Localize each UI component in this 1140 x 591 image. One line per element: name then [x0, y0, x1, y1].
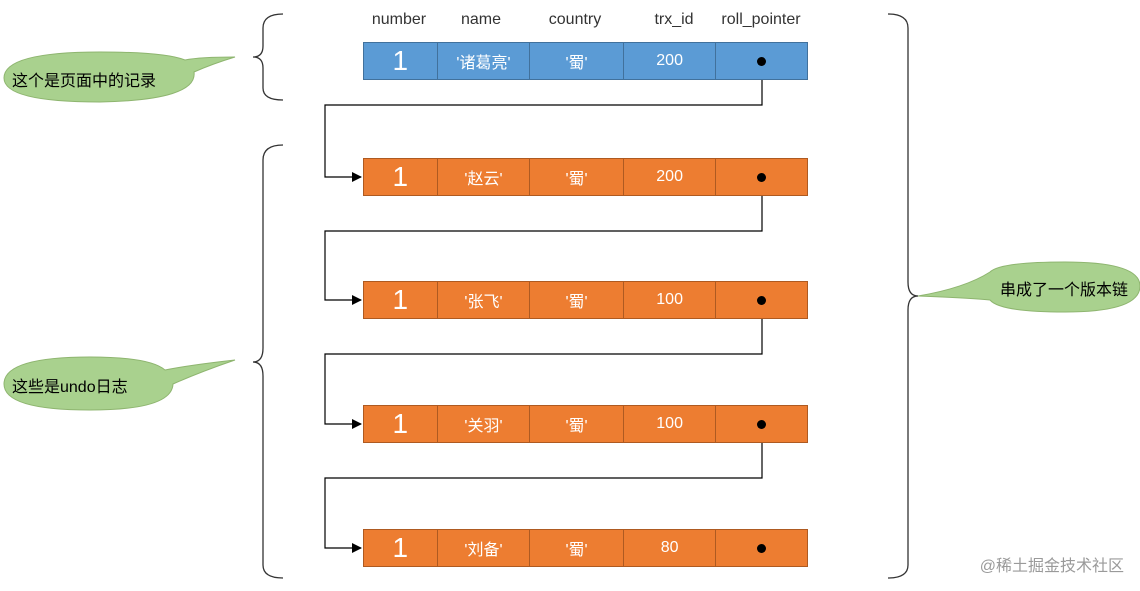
undo-record-row-2: 1 '张飞' '蜀' 100 — [363, 281, 808, 319]
record-number-cell: 1 — [392, 532, 409, 563]
undo-log-callout-text: 这些是undo日志 — [12, 379, 128, 396]
record-roll-pointer-cell — [715, 530, 807, 566]
undo-log-brace — [252, 144, 284, 579]
undo-log-callout-bubble — [3, 356, 236, 411]
undo-record-row-1: 1 '赵云' '蜀' 200 — [363, 158, 808, 196]
record-name-cell: '刘备' — [436, 530, 530, 566]
record-number-cell: 1 — [392, 161, 409, 192]
column-header-trx-id: trx_id — [654, 11, 694, 28]
undo-record-row-3: 1 '关羽' '蜀' 100 — [363, 405, 808, 443]
page-record-callout-text: 这个是页面中的记录 — [12, 73, 157, 90]
record-name-cell: '赵云' — [436, 159, 530, 195]
version-chain-callout-text: 串成了一个版本链 — [1000, 282, 1129, 299]
column-header-roll-pointer: roll_pointer — [721, 11, 801, 28]
pointer-dot-icon — [757, 419, 767, 429]
column-header-country: country — [548, 11, 602, 28]
roll-pointer-link-4 — [324, 425, 763, 553]
page-record-brace — [252, 13, 284, 101]
record-roll-pointer-cell — [715, 406, 807, 442]
record-country-cell: '蜀' — [529, 159, 623, 195]
pointer-dot-icon — [757, 56, 767, 66]
record-roll-pointer-cell — [715, 282, 807, 318]
record-number-cell: 1 — [392, 408, 409, 439]
record-number-cell: 1 — [392, 45, 409, 76]
record-name-cell: '诸葛亮' — [436, 43, 530, 79]
undo-record-row-4: 1 '刘备' '蜀' 80 — [363, 529, 808, 567]
version-chain-brace — [887, 13, 919, 579]
record-trx-id-cell: 100 — [622, 406, 716, 442]
record-trx-id-cell: 100 — [622, 282, 716, 318]
record-number-cell: 1 — [392, 284, 409, 315]
pointer-dot-icon — [757, 295, 767, 305]
pointer-dot-icon — [757, 543, 767, 553]
page-record-callout-bubble — [3, 51, 236, 103]
record-name-cell: '关羽' — [436, 406, 530, 442]
record-country-cell: '蜀' — [529, 43, 623, 79]
record-country-cell: '蜀' — [529, 406, 623, 442]
record-trx-id-cell: 200 — [622, 43, 716, 79]
roll-pointer-link-1 — [324, 61, 763, 182]
roll-pointer-link-3 — [324, 301, 763, 429]
record-roll-pointer-cell — [715, 159, 807, 195]
watermark: @稀土掘金技术社区 — [979, 558, 1124, 575]
column-header-number: number — [371, 11, 427, 28]
pointer-dot-icon — [757, 172, 767, 182]
version-chain-callout-bubble — [917, 261, 1140, 313]
record-roll-pointer-cell — [715, 43, 807, 79]
column-header-name: name — [460, 11, 502, 28]
roll-pointer-link-2 — [324, 178, 763, 305]
record-country-cell: '蜀' — [529, 530, 623, 566]
page-record-row: 1 '诸葛亮' '蜀' 200 — [363, 42, 808, 80]
record-country-cell: '蜀' — [529, 282, 623, 318]
record-trx-id-cell: 80 — [622, 530, 716, 566]
record-name-cell: '张飞' — [436, 282, 530, 318]
record-trx-id-cell: 200 — [622, 159, 716, 195]
